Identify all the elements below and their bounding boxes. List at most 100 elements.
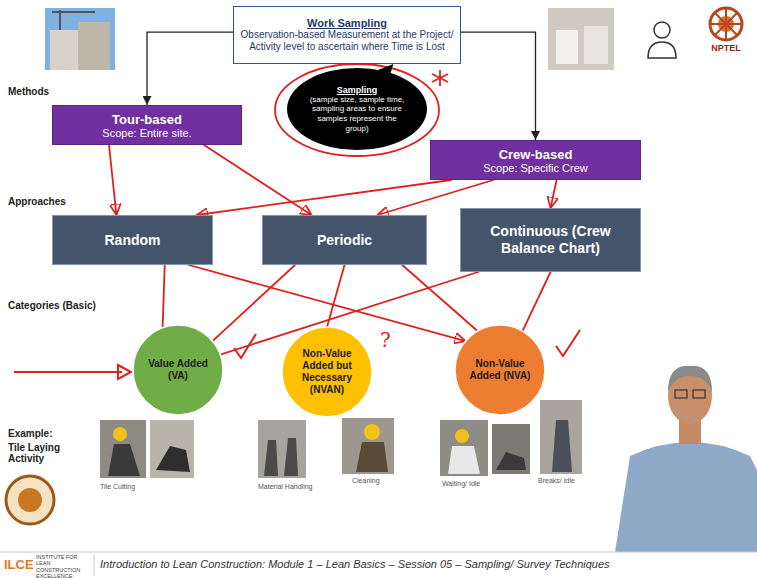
photo-blocks: [584, 26, 608, 64]
logo-text: NPTEL: [698, 43, 754, 53]
photo: [150, 420, 194, 478]
presenter-glasses: [675, 390, 687, 398]
box-body: Observation-based Measurement at the Pro…: [240, 29, 454, 53]
circle-label: Non-Value Added (NVA): [467, 358, 533, 382]
worker: [448, 446, 480, 474]
photo: [492, 424, 530, 474]
photo: [258, 420, 306, 478]
speech-bubble: Sampling(sample size, sample time, sampl…: [287, 68, 427, 150]
logo-ring: [710, 8, 742, 40]
photo-caption: Material Handling: [258, 483, 312, 490]
photo: [342, 418, 394, 474]
approach-box: Continuous (Crew Balance Chart): [460, 208, 641, 272]
workers: [264, 438, 298, 476]
connector: [109, 145, 116, 215]
annotation-mark: ?: [380, 328, 391, 352]
site-photo: [548, 8, 614, 70]
photo-caption: Breaks/ Idle: [538, 477, 575, 484]
box-body: Scope: Entire site.: [102, 127, 191, 139]
helmet: [364, 424, 380, 440]
connector: [212, 265, 295, 341]
connector: [147, 32, 233, 105]
person-icon: [648, 22, 676, 58]
logo-ring: [6, 476, 54, 524]
photo-blocks: [556, 30, 578, 64]
footer-text: Introduction to Lean Construction: Modul…: [100, 558, 610, 570]
photo-crane: [52, 11, 95, 13]
connector: [551, 180, 557, 208]
bubble-tail: [377, 64, 394, 73]
section-label: Approaches: [8, 196, 66, 207]
bubble-body: (sample size, sample time, sampling area…: [307, 95, 407, 133]
connector: [523, 272, 551, 331]
photo-building: [78, 22, 110, 70]
connector: [204, 145, 312, 215]
photo-background: [548, 8, 614, 70]
photo-caption: Cleaning: [352, 477, 380, 484]
building-photo: [45, 8, 115, 70]
process-box: Work SamplingObservation-based Measureme…: [233, 6, 461, 64]
approach-box: Random: [52, 215, 213, 265]
circle-label: Value Added (VA): [145, 358, 211, 382]
photo: [540, 400, 582, 474]
check-mark: [556, 330, 580, 356]
method-box: Tour-basedScope: Entire site.: [52, 105, 242, 145]
category-circle: Non-Value Added but Necessary (NVAN): [282, 327, 372, 417]
circle-shape: [133, 325, 223, 415]
photo-sky: [45, 8, 115, 70]
presenter-beard: [676, 408, 704, 420]
section-label: Categories (Basic): [8, 300, 96, 311]
photo: [440, 420, 488, 476]
helmet: [113, 427, 127, 441]
category-circle: Value Added (VA): [133, 325, 223, 415]
worker: [108, 444, 140, 476]
presenter-hair: [668, 366, 712, 392]
presenter-glasses: [693, 390, 705, 398]
bubble-shape: [287, 68, 427, 150]
institute-logo: [6, 476, 54, 524]
connector: [461, 32, 536, 140]
bubble-heading: Sampling: [337, 85, 378, 95]
annotation-arrowhead: [118, 365, 131, 379]
box-heading: Tour-based: [112, 112, 182, 127]
photo: [100, 420, 146, 478]
connector: [197, 180, 451, 215]
annotation-circle: [275, 64, 439, 156]
circle-shape: [282, 327, 372, 417]
section-label: Tile Laying Activity: [8, 442, 98, 464]
nptel-logo: [710, 8, 742, 40]
logo-text: ILCE: [4, 557, 34, 572]
helmet: [455, 429, 469, 443]
person-head: [654, 22, 670, 38]
section-label: Methods: [8, 86, 49, 97]
worker: [156, 446, 190, 472]
worker: [356, 442, 388, 472]
box-heading: Crew-based: [499, 147, 573, 162]
box-label: Periodic: [317, 232, 372, 249]
circle-shape: [455, 325, 545, 415]
photo-building: [50, 30, 80, 70]
connector: [163, 265, 165, 328]
annotation-arrow: [14, 371, 122, 373]
worker: [496, 452, 526, 470]
footer-rule: [0, 552, 757, 553]
box-body: Scope: Specific Crew: [483, 162, 588, 174]
circle-label: Non-Value Added but Necessary (NVAN): [292, 348, 362, 396]
footer-bar: [0, 552, 757, 578]
photo-caption: Waiting/ Idle: [442, 480, 480, 487]
logo-text: INSTITUTE FOR LEAN CONSTRUCTION EXCELLEN…: [36, 554, 92, 578]
worker: [552, 420, 572, 472]
person-body: [648, 42, 676, 58]
logo-core: [18, 488, 42, 512]
annotation-asterisk: [432, 70, 448, 86]
photo-caption: Tile Cutting: [100, 483, 135, 490]
box-label: Random: [105, 232, 161, 249]
presenter: [615, 366, 757, 552]
footer-divider: [94, 555, 95, 576]
logo-spokes: [710, 8, 742, 40]
box-label: Continuous (Crew Balance Chart): [471, 223, 630, 257]
presenter-shirt: [615, 442, 757, 552]
category-circle: Non-Value Added (NVA): [455, 325, 545, 415]
section-label: Example:: [8, 428, 52, 439]
